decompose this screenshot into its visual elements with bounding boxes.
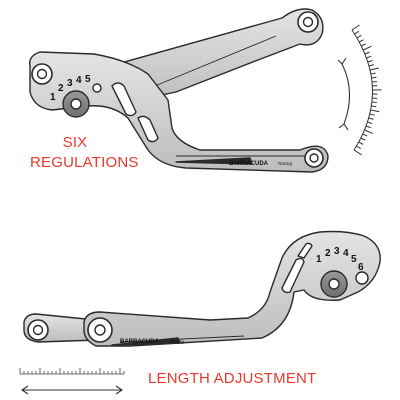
svg-text:4: 4: [76, 75, 82, 86]
svg-text:1: 1: [316, 254, 322, 265]
svg-text:2: 2: [58, 83, 64, 94]
svg-text:2: 2: [325, 248, 331, 259]
svg-text:4: 4: [343, 248, 349, 259]
svg-text:5: 5: [351, 254, 357, 265]
bottom-lever-cutout-2: [297, 242, 313, 259]
top-brand-sub: Racing: [278, 161, 293, 166]
top-lever-raised-blade: [109, 8, 324, 105]
bottom-brand-label: BARRACUDA: [120, 339, 160, 345]
top-dial-numbers: 1 2 3 4 5: [50, 74, 91, 103]
svg-text:3: 3: [67, 78, 73, 89]
svg-text:3: 3: [334, 246, 340, 257]
caption-line-2: REGULATIONS: [30, 154, 139, 171]
bottom-lever-body: [83, 230, 381, 347]
top-lever: 1 2 3 4 5 BARRACUDA Racing: [29, 8, 329, 173]
svg-text:5: 5: [85, 74, 91, 85]
double-arrow-icon: [21, 385, 123, 395]
bottom-brand-sub: Racing: [170, 339, 185, 344]
bottom-dial-numbers: 1 2 3 4 5 6: [316, 246, 364, 273]
length-adjustment-caption: LENGTH ADJUSTMENT: [148, 370, 317, 387]
bottom-lever: 1 2 3 4 5 6 BARRACUDA Racing: [23, 230, 381, 347]
top-lever-body: [29, 51, 329, 173]
top-brand-label: BARRACUDA: [229, 161, 269, 167]
curved-double-arrow-icon: [337, 57, 351, 131]
top-lever-cutout-2: [137, 115, 159, 143]
top-lever-cutout-1: [111, 82, 137, 117]
ruler-icon: [19, 368, 125, 375]
curved-scale-icon: [351, 24, 382, 156]
svg-text:6: 6: [358, 262, 364, 273]
svg-text:1: 1: [50, 92, 56, 103]
caption-line-1: SIX: [62, 134, 88, 151]
bottom-lever-cutout-1: [281, 257, 305, 294]
six-regulations-caption: SIX REGULATIONS: [30, 133, 139, 173]
